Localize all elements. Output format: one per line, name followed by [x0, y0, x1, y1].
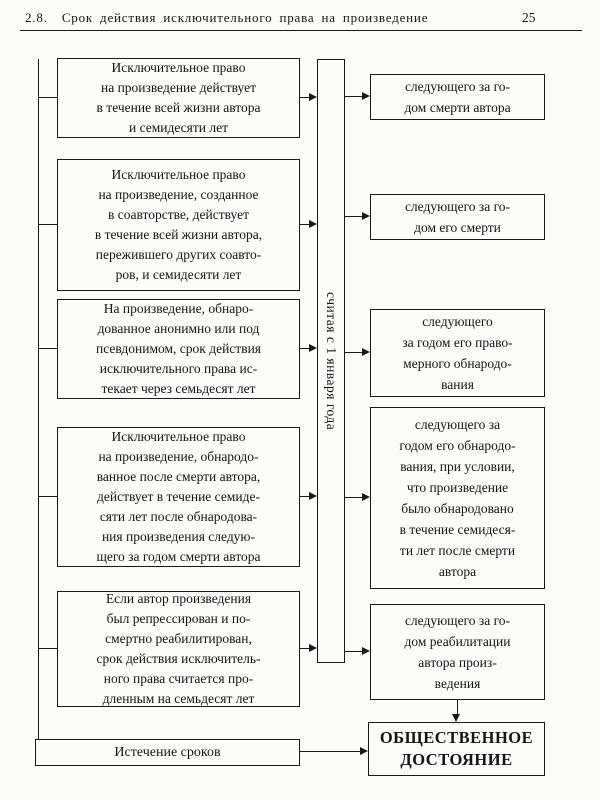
connector-line [300, 224, 311, 225]
connector-line [345, 497, 363, 498]
arrow-right-icon [360, 747, 368, 755]
arrow-right-icon [362, 348, 370, 356]
term-box-3: следующего за годом его право- мерного о… [370, 309, 545, 397]
arrow-right-icon [309, 644, 317, 652]
connector-line [300, 496, 311, 497]
expiry-box: Истечение сроков [35, 739, 300, 766]
connector-line [345, 651, 363, 652]
left-spine-line [38, 59, 39, 740]
connector-line [300, 348, 311, 349]
condition-box-2: Исключительное право на произведение, со… [57, 159, 300, 291]
arrow-right-icon [309, 344, 317, 352]
condition-box-5: Если автор произведения был репрессирова… [57, 591, 300, 707]
arrow-right-icon [362, 212, 370, 220]
term-box-1: следующего за го- дом смерти автора [370, 74, 545, 120]
connector-line [345, 352, 363, 353]
arrow-right-icon [309, 492, 317, 500]
connector-line [300, 648, 311, 649]
page-number: 25 [522, 10, 536, 25]
connector-line [38, 224, 57, 225]
condition-box-4: Исключительное право на произведение, об… [57, 427, 300, 567]
arrow-right-icon [362, 493, 370, 501]
connector-line [38, 648, 57, 649]
connector-line [38, 97, 57, 98]
connector-line [38, 496, 57, 497]
public-domain-box: ОБЩЕСТВЕННОЕ ДОСТОЯНИЕ [368, 722, 545, 776]
connector-line [300, 751, 361, 752]
arrow-right-icon [362, 92, 370, 100]
term-box-2: следующего за го- дом его смерти [370, 194, 545, 240]
center-counting-box: считая с 1 января года [317, 59, 345, 663]
arrow-right-icon [362, 647, 370, 655]
connector-line [300, 97, 311, 98]
header-divider [20, 30, 582, 31]
connector-line [345, 96, 363, 97]
section-number: 2.8. [25, 10, 48, 25]
condition-box-3: На произведение, обнаро- дованное аноним… [57, 299, 300, 399]
arrow-down-icon [452, 714, 460, 722]
condition-box-1: Исключительное право на произведение дей… [57, 58, 300, 138]
connector-line [345, 216, 363, 217]
arrow-right-icon [309, 93, 317, 101]
connector-line [38, 348, 57, 349]
section-heading: 2.8. Срок действия исключительного права… [25, 10, 428, 26]
page-title: Срок действия исключительного права на п… [61, 10, 429, 25]
arrow-right-icon [309, 220, 317, 228]
connector-line [457, 700, 458, 715]
term-box-5: следующего за го- дом реабилитации автор… [370, 604, 545, 700]
term-box-4: следующего за годом его обнародо- вания,… [370, 407, 545, 589]
